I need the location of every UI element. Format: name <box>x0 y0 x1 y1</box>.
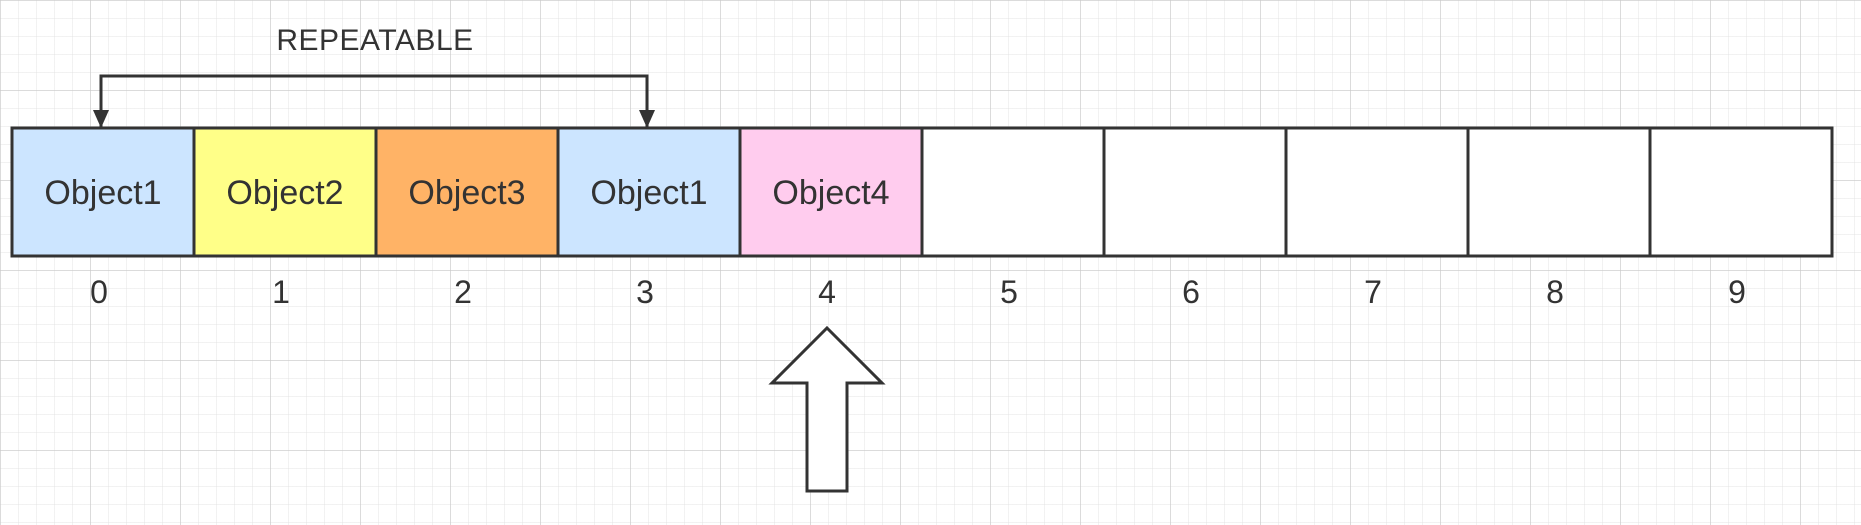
cell-index-label: 0 <box>90 274 108 310</box>
array-cell: Object2 <box>192 126 378 258</box>
cell-box <box>374 126 560 258</box>
array-cell: Object4 <box>738 126 924 258</box>
cell-label: Object1 <box>44 174 161 212</box>
cell-box <box>192 126 378 258</box>
cell-index-label: 8 <box>1546 274 1564 310</box>
cell-box <box>920 126 1106 258</box>
cell-index-label: 4 <box>818 274 836 310</box>
bracket-line <box>99 74 649 128</box>
array-cell <box>1102 126 1288 258</box>
cell-box <box>1102 126 1288 258</box>
cell-label: Object3 <box>408 174 525 212</box>
up-arrow-icon <box>768 325 886 493</box>
arrowhead-down-icon <box>93 110 109 128</box>
cell-box <box>1466 126 1652 258</box>
cell-index-label: 3 <box>636 274 654 310</box>
cell-box <box>10 126 196 258</box>
repeat-bracket <box>93 74 655 128</box>
arrowhead-down-icon <box>639 110 655 128</box>
cell-label: Object4 <box>772 174 889 212</box>
pointer-arrow-icon <box>768 325 886 493</box>
array-cell <box>1284 126 1470 258</box>
array-cell: Object3 <box>374 126 560 258</box>
cell-index-label: 2 <box>454 274 472 310</box>
array-cell <box>1466 126 1652 258</box>
array-cell: Object1 <box>556 126 742 258</box>
cell-label: Object2 <box>226 174 343 212</box>
cell-index-label: 7 <box>1364 274 1382 310</box>
cell-index-label: 9 <box>1728 274 1746 310</box>
cell-box <box>1284 126 1470 258</box>
cell-box <box>738 126 924 258</box>
repeatable-label: REPEATABLE <box>276 24 473 57</box>
array-indices: 0 1 2 3 4 5 6 7 8 9 <box>90 274 1746 310</box>
cell-box <box>1648 126 1834 258</box>
array-cells: Object1 Object2 Object3 Object1 Object4 <box>10 126 1834 258</box>
cell-index-label: 1 <box>272 274 290 310</box>
array-cell: Object1 <box>10 126 196 258</box>
cell-index-label: 5 <box>1000 274 1018 310</box>
array-cell <box>1648 126 1834 258</box>
array-cell <box>920 126 1106 258</box>
cell-label: Object1 <box>590 174 707 212</box>
cell-index-label: 6 <box>1182 274 1200 310</box>
